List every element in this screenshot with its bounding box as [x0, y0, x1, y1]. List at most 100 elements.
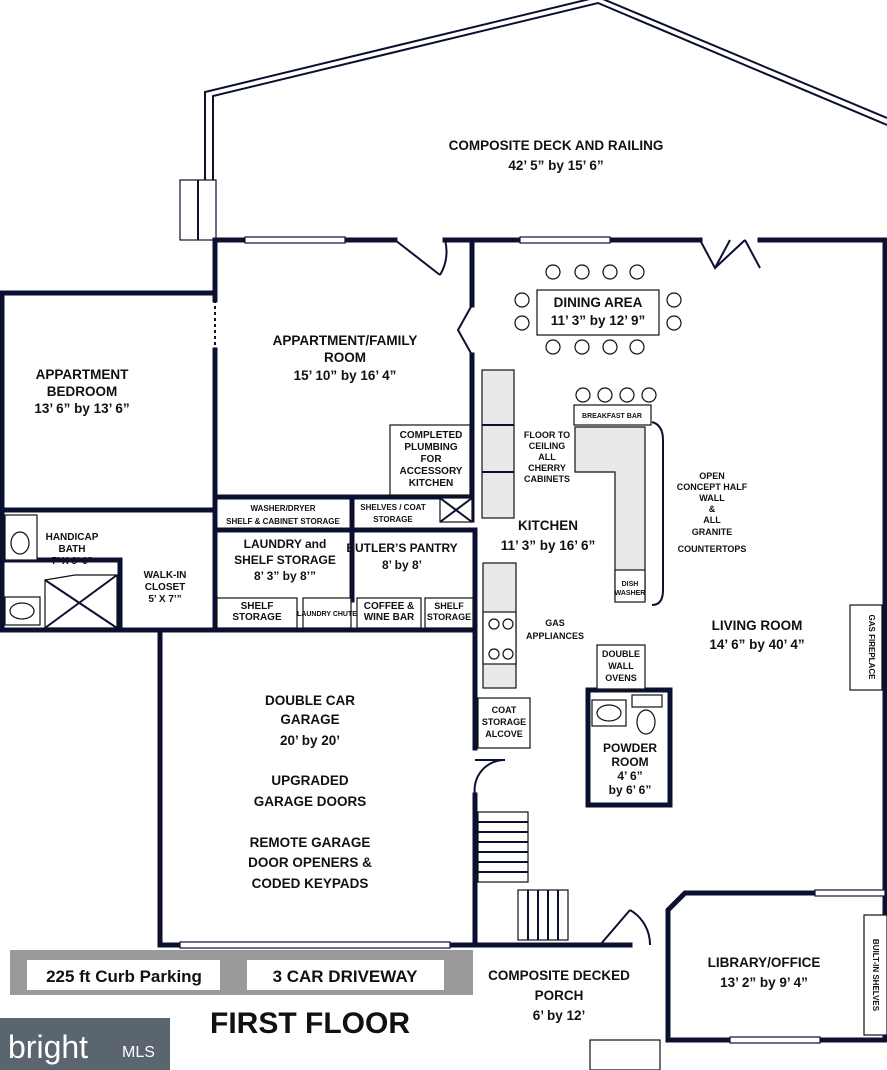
dining-table [514, 264, 682, 403]
shelves-coat-1: SHELVES / COAT [360, 503, 426, 512]
cabinets-line-4: CHERRY [528, 463, 566, 473]
powder-title-1: POWDER [603, 741, 657, 755]
bright-mls-logo: bright MLS [0, 1018, 170, 1070]
open-concept-2: CONCEPT HALF [677, 482, 748, 492]
closet-dims: 5’ X 7’” [148, 594, 181, 605]
open-concept-6: GRANITE [692, 527, 733, 537]
laundry-chute: LAUNDRY CHUTE [297, 611, 357, 618]
stairs [477, 811, 569, 941]
driveway-label: 3 CAR DRIVEWAY [273, 967, 419, 986]
laundry-dims: 8’ 3” by 8’” [254, 569, 316, 583]
open-concept-5: ALL [703, 515, 721, 525]
powder-dims-1: 4’ 6” [617, 769, 642, 783]
doors [214, 239, 761, 946]
plumbing-line-3: FOR [420, 454, 442, 465]
coffee-wine-2: WINE BAR [364, 612, 415, 623]
curb-parking-box [27, 960, 220, 990]
shelf-storage-1b: STORAGE [232, 612, 282, 623]
living-room-dims: 14’ 6” by 40’ 4” [709, 637, 804, 652]
kitchen-title: KITCHEN [518, 518, 578, 533]
garage-remote-1: REMOTE GARAGE [250, 835, 371, 850]
bath-dims: 7’ X 8’ 6” [51, 556, 92, 567]
logo-suffix: MLS [122, 1044, 155, 1061]
washer-dryer-2: SHELF & CABINET STORAGE [226, 517, 340, 526]
coffee-wine-1: COFFEE & [364, 601, 415, 612]
library-title: LIBRARY/OFFICE [708, 955, 821, 970]
cabinets-line-3: ALL [538, 452, 556, 462]
garage-remote-3: CODED KEYPADS [252, 876, 369, 891]
deck-dims: 42’ 5” by 15’ 6” [508, 158, 603, 173]
coat-alcove-2: STORAGE [482, 717, 526, 727]
walls [0, 236, 887, 1044]
bedroom-title-1: APPARTMENT [36, 367, 130, 382]
logo-brand: bright [8, 1029, 88, 1065]
bath-title-1: HANDICAP [46, 532, 99, 543]
dishwasher-2: WASHER [615, 590, 646, 597]
dining-dims: 11’ 3” by 12’ 9” [551, 313, 646, 328]
coat-alcove-3: ALCOVE [485, 729, 523, 739]
bath-title-2: BATH [58, 544, 85, 555]
gas-appliances-2: APPLIANCES [526, 631, 584, 641]
closet-title-1: WALK-IN [144, 570, 187, 581]
breakfast-bar-label: BREAKFAST BAR [582, 413, 642, 420]
shelf-storage-1a: SHELF [241, 601, 274, 612]
family-title-2: ROOM [324, 350, 366, 365]
washer-dryer-1: WASHER/DRYER [250, 504, 315, 513]
garage-upgrade-1: UPGRADED [271, 773, 349, 788]
ovens-3: OVENS [605, 673, 637, 683]
open-concept-1: OPEN [699, 471, 725, 481]
kitchen-fixtures [439, 369, 664, 689]
closet-title-2: CLOSET [145, 582, 186, 593]
open-concept-4: & [709, 504, 716, 514]
ovens-2: WALL [608, 661, 634, 671]
laundry-title-1: LAUNDRY and [244, 537, 327, 551]
garage-upgrade-2: GARAGE DOORS [254, 794, 367, 809]
plumbing-line-5: KITCHEN [409, 478, 453, 489]
label-boxes [216, 424, 887, 1070]
gas-appliances-1: GAS [545, 618, 565, 628]
shelf-storage-2a: SHELF [434, 601, 464, 611]
porch-dims: 6’ by 12’ [533, 1008, 586, 1023]
garage-title-1: DOUBLE CAR [265, 693, 355, 708]
driveway-box [247, 960, 444, 990]
built-in-shelves-label: BUILT-IN SHELVES [871, 939, 880, 1012]
dining-title: DINING AREA [554, 295, 643, 310]
living-room-title: LIVING ROOM [712, 618, 803, 633]
plumbing-line-2: PLUMBING [404, 442, 458, 453]
curb-parking-label: 225 ft Curb Parking [46, 967, 202, 986]
porch-title-1: COMPOSITE DECKED [488, 968, 630, 983]
garage-title-2: GARAGE [280, 712, 339, 727]
bedroom-dims: 13’ 6” by 13’ 6” [34, 401, 129, 416]
bath-fixtures [4, 514, 663, 735]
gas-fireplace-label: GAS FIREPLACE [867, 615, 876, 681]
coat-alcove-1: COAT [492, 705, 517, 715]
cabinets-line-2: CEILING [529, 441, 566, 451]
kitchen-dims: 11’ 3” by 16’ 6” [501, 538, 596, 553]
dishwasher-1: DISH [622, 581, 639, 588]
powder-title-2: ROOM [611, 755, 648, 769]
shelf-storage-2b: STORAGE [427, 612, 471, 622]
powder-dims-2: by 6’ 6” [609, 783, 652, 797]
cabinets-line-1: FLOOR TO [524, 430, 570, 440]
bedroom-title-2: BEDROOM [47, 384, 118, 399]
plumbing-line-1: COMPLETED [400, 430, 463, 441]
family-title-1: APPARTMENT/FAMILY [273, 333, 418, 348]
garage-dims: 20’ by 20’ [280, 733, 340, 748]
porch-title-2: PORCH [535, 988, 584, 1003]
plumbing-line-4: ACCESSORY [400, 466, 463, 477]
laundry-title-2: SHELF STORAGE [234, 553, 336, 567]
pantry-title: BUTLER’S PANTRY [346, 541, 457, 555]
garage-remote-2: DOOR OPENERS & [248, 855, 372, 870]
family-dims: 15’ 10” by 16’ 4” [294, 368, 397, 383]
shelves-coat-2: STORAGE [373, 515, 413, 524]
library-dims: 13’ 2” by 9’ 4” [720, 975, 808, 990]
cabinets-line-5: CABINETS [524, 474, 570, 484]
open-concept-7: COUNTERTOPS [678, 544, 747, 554]
pantry-dims: 8’ by 8’ [382, 558, 422, 572]
open-concept-3: WALL [699, 493, 725, 503]
deck-title: COMPOSITE DECK AND RAILING [449, 138, 664, 153]
ovens-1: DOUBLE [602, 649, 640, 659]
floor-label: FIRST FLOOR [210, 1007, 410, 1040]
deck-outline [179, 0, 887, 241]
